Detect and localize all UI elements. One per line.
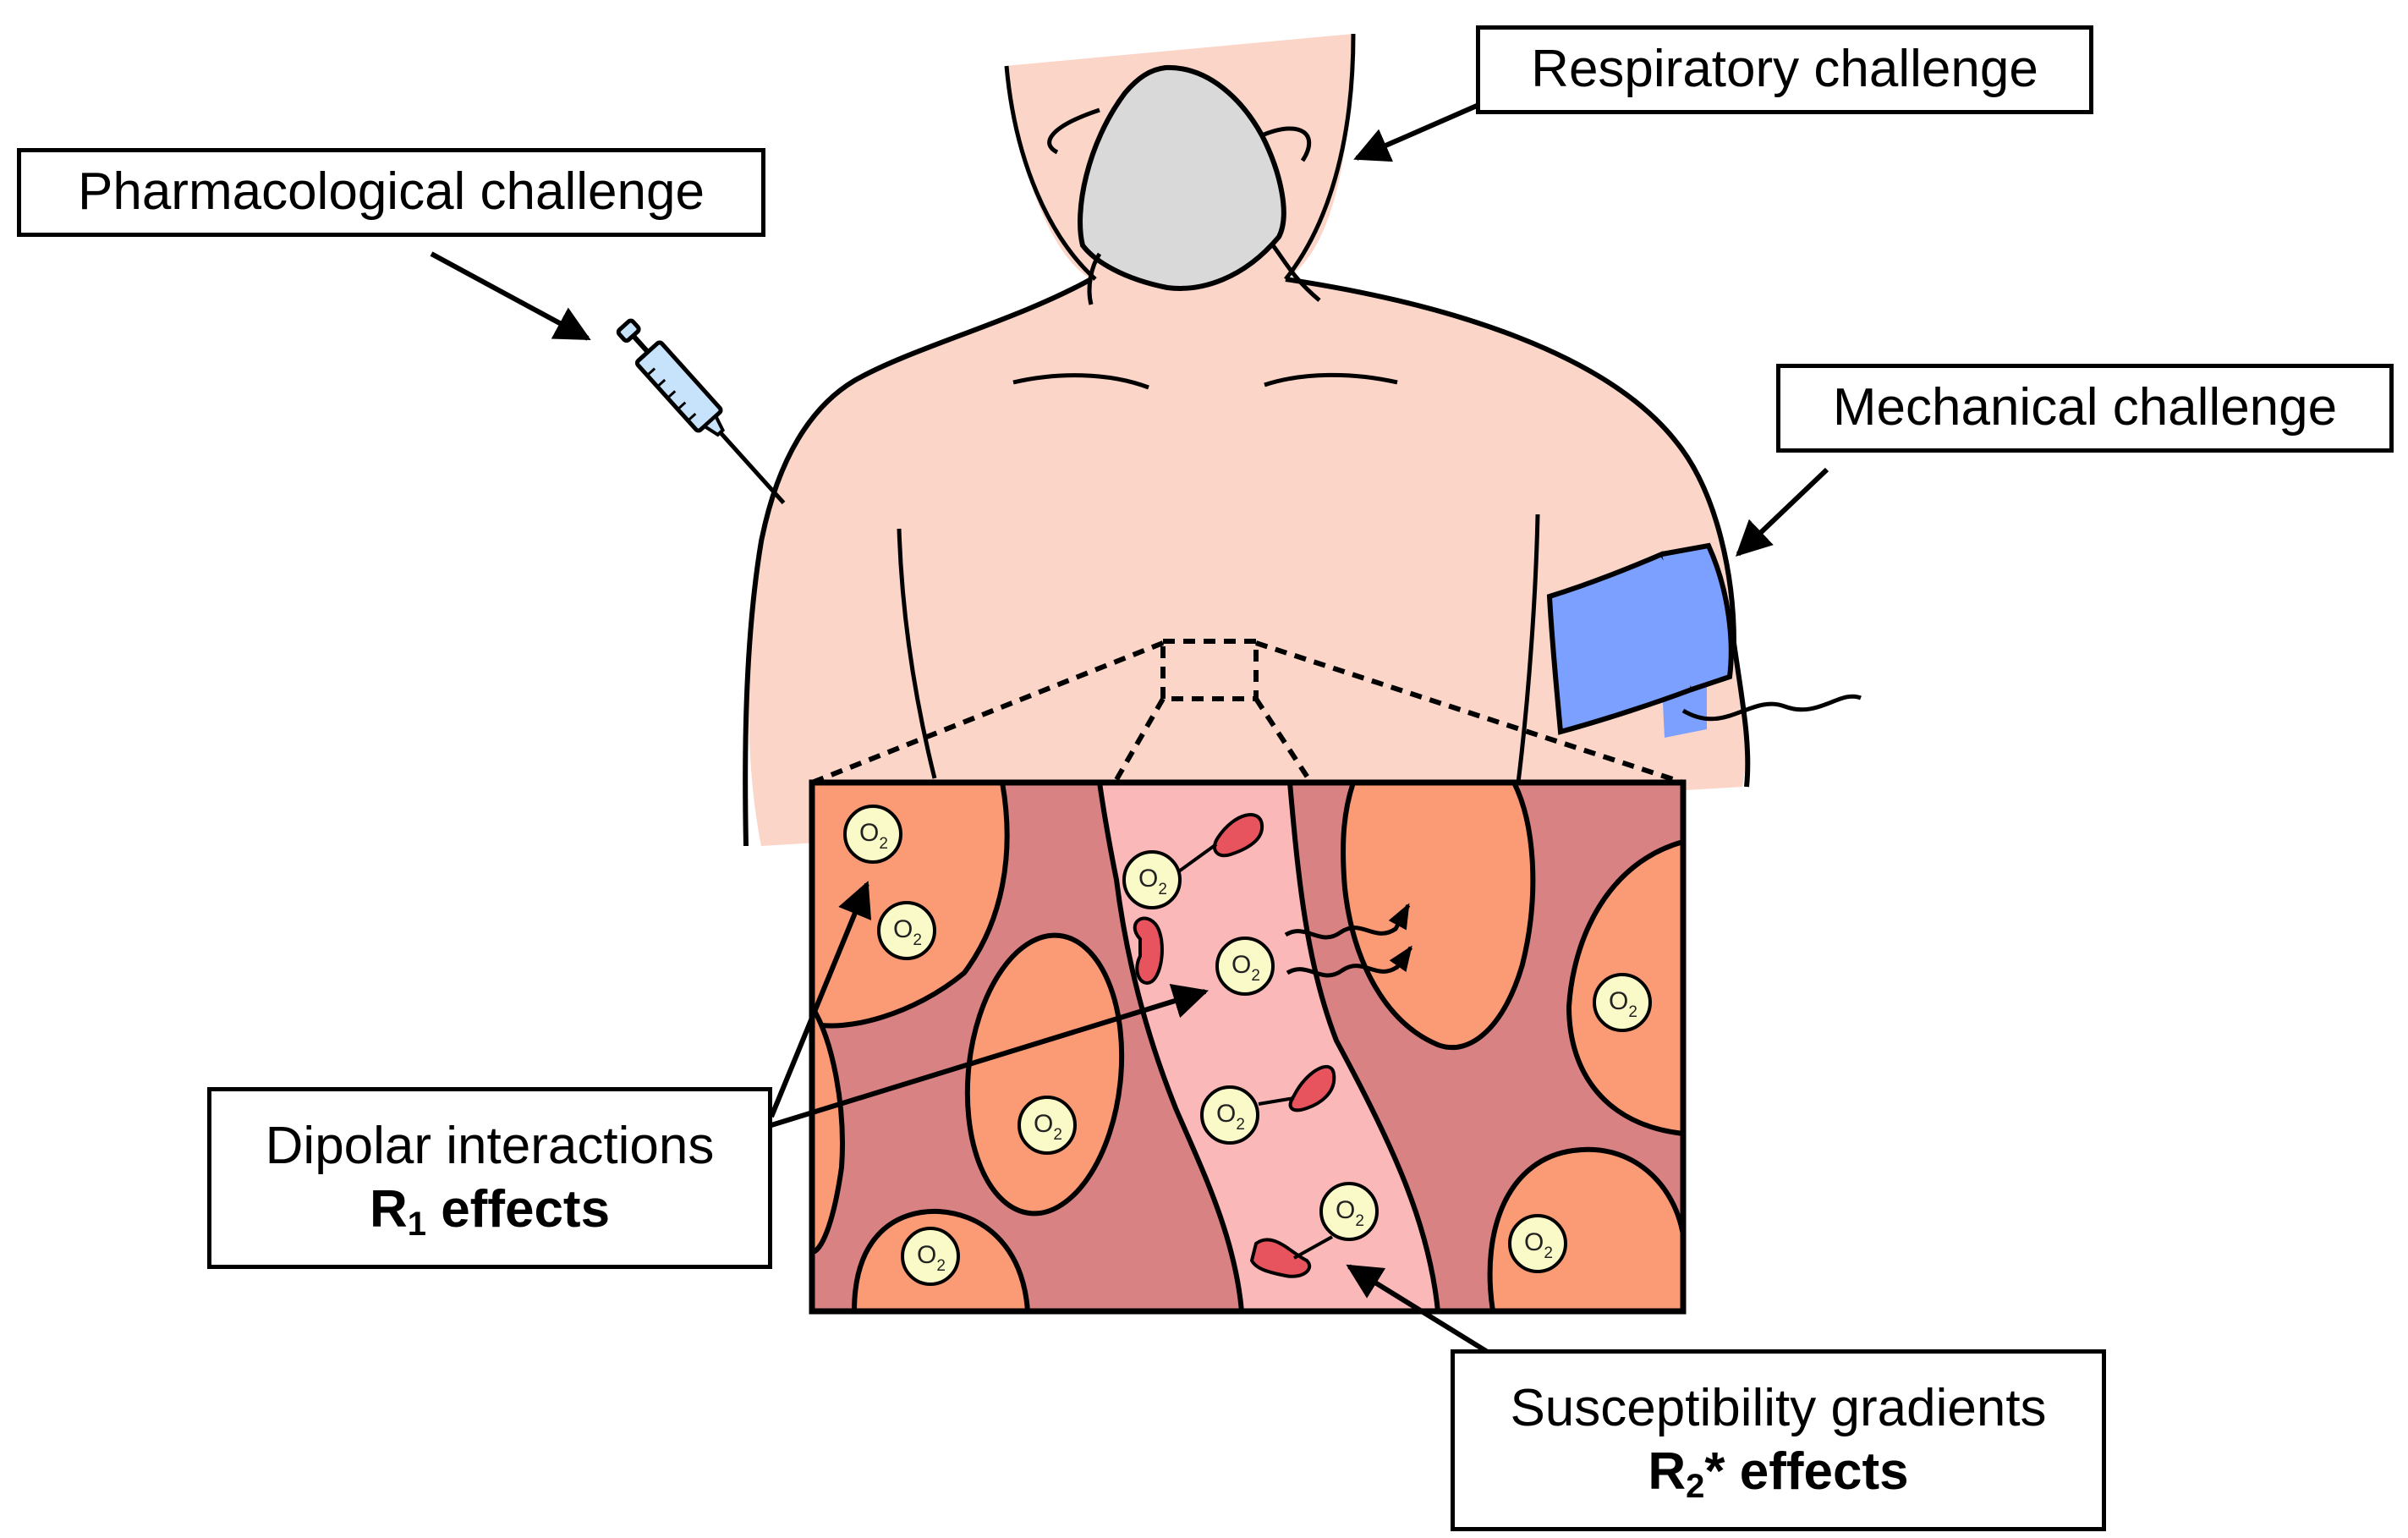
arrow-susceptibility <box>1346 1264 1499 1360</box>
syringe-plunger-rod <box>631 333 650 354</box>
arrow-pharmacological <box>430 251 591 341</box>
red-blood-cell <box>1213 813 1264 858</box>
oxygen-molecule-circle <box>1018 1096 1077 1155</box>
cell-top-right <box>1341 783 1536 1051</box>
oxygen-bond <box>1293 1235 1333 1260</box>
tissue-frame <box>809 779 1687 1315</box>
cuff-fold <box>1661 542 1734 692</box>
oxygen-molecule: O2 <box>843 805 902 864</box>
oxygen-molecule-label: O2 <box>1216 1100 1245 1134</box>
oxygen-molecule-circle <box>1200 1085 1259 1145</box>
oxygen-molecule: O2 <box>1200 1085 1259 1145</box>
collarbone-right <box>1264 372 1398 387</box>
arrow-respiratory <box>1353 97 1492 162</box>
pointer-arrows <box>430 97 1829 1360</box>
neck-left <box>1004 65 1097 281</box>
signal-wave <box>1286 945 1413 978</box>
arrow-dipolar-cell <box>769 881 872 1118</box>
signal-wave <box>1284 903 1411 940</box>
red-blood-cell <box>1288 1064 1336 1112</box>
torso-body <box>749 34 1747 846</box>
mask-strap-left <box>1047 107 1100 155</box>
oxygen-molecule-label: O2 <box>859 819 888 853</box>
red-blood-cell <box>1133 916 1164 985</box>
blood-pressure-cuff <box>1546 542 1862 738</box>
collarbone-left <box>1012 373 1149 390</box>
syringe-needle <box>718 431 786 505</box>
mask-chin-right <box>1270 244 1321 302</box>
oxygen-molecule-circle <box>877 901 936 960</box>
mechanical-challenge-label: Mechanical challenge <box>1776 364 2394 453</box>
pharmacological-challenge-text: Pharmacological challenge <box>77 162 705 222</box>
oxygen-molecule: O2 <box>877 901 936 960</box>
left-shoulder-line <box>743 277 1093 847</box>
r1-effects-text: R1 effects <box>369 1179 611 1243</box>
dipolar-interactions-label: Dipolar interactions R1 effects <box>207 1087 772 1269</box>
zoom-indicator <box>810 639 1684 785</box>
right-shoulder-line <box>1285 277 1751 788</box>
oxygen-molecule: O2 <box>1018 1096 1077 1155</box>
vessel-wall-right <box>1287 783 1440 1311</box>
oxygen-molecule-label: O2 <box>1336 1196 1364 1230</box>
mask-body <box>1078 64 1286 291</box>
oxygen-molecule: O2 <box>1215 937 1275 996</box>
susceptibility-gradients-label: Susceptibility gradients R2* effects <box>1451 1349 2106 1531</box>
respiratory-challenge-text: Respiratory challenge <box>1531 40 2038 99</box>
oxygen-molecule: O2 <box>1319 1182 1379 1241</box>
oxygen-molecule: O2 <box>1508 1214 1567 1273</box>
cell-left-edge <box>812 1002 845 1255</box>
syringe-barrel <box>634 340 723 433</box>
oxygen-molecule-circle <box>1508 1214 1567 1273</box>
oxygen-molecule: O2 <box>901 1227 960 1286</box>
oxygen-molecule-label: O2 <box>893 915 922 949</box>
zoom-source-box <box>1160 639 1259 701</box>
vessel-wall-left <box>1097 783 1244 1311</box>
mask-chin-left <box>1087 252 1102 305</box>
syringe-tip <box>701 413 726 437</box>
r2star-effects-text: R2* effects <box>1648 1442 1909 1505</box>
arrow-dipolar-vessel <box>771 984 1209 1128</box>
oxygen-molecule-circle <box>1215 937 1275 996</box>
oxygen-bond <box>1258 1096 1295 1106</box>
oxygen-molecule-circle <box>843 805 902 864</box>
oxygen-molecule-label: O2 <box>1524 1228 1553 1262</box>
oxygen-molecule-label: O2 <box>1138 865 1167 898</box>
cuff-tube <box>1681 694 1862 722</box>
pharmacological-challenge-label: Pharmacological challenge <box>17 148 765 237</box>
armpit-right <box>1516 514 1540 783</box>
neck-right <box>1284 33 1356 281</box>
blood-vessel <box>1100 783 1438 1311</box>
oxygen-molecule-circle <box>901 1227 960 1286</box>
mask-strap-right <box>1261 126 1312 162</box>
armpit-left <box>897 528 937 779</box>
oxygen-molecule-label: O2 <box>917 1241 946 1275</box>
oxygen-molecule: O2 <box>1122 850 1182 909</box>
mechanical-challenge-text: Mechanical challenge <box>1832 378 2338 437</box>
oxygen-mask <box>1047 64 1321 305</box>
human-torso <box>743 33 1751 847</box>
oxygen-molecule-label: O2 <box>1231 951 1260 985</box>
syringe <box>616 318 786 505</box>
red-blood-cell <box>1249 1238 1312 1278</box>
respiratory-challenge-label: Respiratory challenge <box>1476 25 2093 114</box>
dipolar-interactions-text: Dipolar interactions <box>265 1117 715 1176</box>
oxygen-molecule-circle <box>1593 973 1652 1032</box>
oxygen-molecule: O2 <box>1593 973 1652 1032</box>
arrow-mechanical <box>1735 467 1829 557</box>
oxygen-molecule-label: O2 <box>1034 1110 1062 1144</box>
susceptibility-gradients-text: Susceptibility gradients <box>1510 1379 2047 1438</box>
oxygen-molecule-circle <box>1319 1182 1379 1241</box>
oxygen-molecule-label: O2 <box>1609 987 1637 1021</box>
oxygen-molecule-circle <box>1122 850 1182 909</box>
